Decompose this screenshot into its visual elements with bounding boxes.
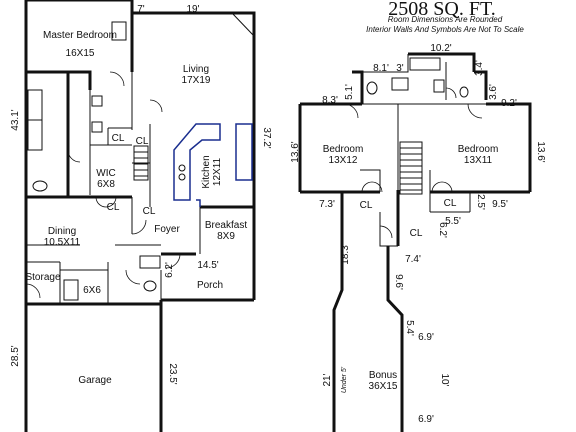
dim-2f-9-5: 9.5'	[492, 199, 508, 210]
dim-2f-3-4: 3.4'	[474, 60, 485, 76]
second-floor-dimensions: 10.2' 8.1' 3' 3.4' 3.6' 8.3' 5.1' 9.2' 1…	[290, 43, 546, 425]
room-wic-size: 6X8	[97, 179, 115, 190]
room-foyer-name: Foyer	[154, 224, 180, 235]
room-bonus-name: Bonus	[369, 370, 397, 381]
room-living-size: 17X19	[182, 75, 211, 86]
dim-2f-5-1: 5.1'	[344, 84, 355, 100]
room-kitchen-name: Kitchen	[201, 155, 212, 188]
dim-2f-right-height: 13.6'	[535, 141, 546, 162]
dim-2f-9-2: 9.2'	[501, 98, 517, 109]
dim-right-house: 37.2'	[261, 127, 272, 148]
room-dining-name: Dining	[48, 226, 76, 237]
dim-2f-8-3: 8.3'	[322, 95, 338, 106]
closet-label: CL	[143, 206, 156, 217]
room-breakfast-size: 8X9	[217, 231, 235, 242]
room-bedroom-left-size: 13X12	[329, 155, 358, 166]
first-floor-dimensions: 7' 19' 43.1' 37.2' 14.5' 6.2' 28.5' 23.5…	[10, 4, 272, 385]
room-breakfast-name: Breakfast	[205, 220, 247, 231]
dim-2f-top: 10.2'	[430, 43, 451, 54]
dim-2f-7-4: 7.4'	[405, 254, 421, 265]
room-kitchen-size: 12X11	[212, 157, 223, 186]
dim-left-house: 43.1'	[10, 109, 21, 130]
dim-2f-10: 10'	[439, 373, 450, 386]
dim-2f-3-6: 3.6'	[488, 84, 499, 100]
dim-2f-6-2: 6.2'	[437, 222, 448, 238]
dim-2f-7-3: 7.3'	[319, 199, 335, 210]
dim-top-a: 7'	[137, 4, 145, 15]
room-master-bedroom-name: Master Bedroom	[43, 30, 117, 41]
dim-2f-5-4: 5.4'	[404, 320, 415, 336]
second-floor-fixtures	[366, 57, 469, 98]
first-floor-walls	[24, 0, 256, 432]
dim-2f-9-6: 9.6'	[393, 274, 404, 290]
room-living-name: Living	[183, 64, 209, 75]
room-storage-size: 6X6	[83, 285, 101, 296]
first-floor-fixtures	[27, 21, 186, 301]
dim-garage-left: 28.5'	[10, 345, 21, 366]
first-floor-doors	[25, 71, 181, 299]
room-wic-name: WIC	[96, 168, 115, 179]
room-master-bedroom-size: 16X15	[66, 48, 95, 59]
dim-2f-3: 3'	[396, 63, 404, 74]
closet-label: CL	[444, 198, 457, 209]
room-dining-size: 10.5X11	[44, 237, 81, 248]
dim-porch-width: 14.5'	[197, 260, 218, 271]
dim-2f-6-9a: 6.9'	[418, 332, 434, 343]
dim-2f-21: 21'	[322, 373, 333, 386]
first-floor-labels: Master Bedroom 16X15 Living 17X19 WIC 6X…	[25, 30, 247, 386]
dim-2f-18-3: 18.3'	[340, 243, 351, 264]
closet-label: CL	[112, 133, 125, 144]
room-bedroom-right-name: Bedroom	[458, 144, 499, 155]
plan-title: 2508 SQ. FT.	[388, 0, 495, 20]
room-bedroom-left-name: Bedroom	[323, 144, 364, 155]
room-bonus-size: 36X15	[369, 381, 398, 392]
dim-2f-under-5: Under 5'	[341, 366, 348, 393]
dim-2f-8-1: 8.1'	[373, 63, 389, 74]
second-floor-labels: Bedroom 13X12 Bedroom 13X11 Bonus 36X15 …	[323, 144, 499, 392]
dim-2f-6-9b: 6.9'	[418, 414, 434, 425]
room-bedroom-right-size: 13X11	[464, 155, 493, 166]
room-garage-name: Garage	[78, 375, 112, 386]
kitchen-counters	[173, 123, 253, 207]
dim-2f-2-5: 2.5'	[475, 194, 486, 210]
second-floor-stairs	[399, 141, 423, 195]
closet-label: CL	[136, 136, 149, 147]
dim-2f-left-height: 13.6'	[290, 141, 301, 162]
dim-top-b: 19'	[186, 4, 199, 15]
room-storage-name: Storage	[25, 272, 60, 283]
closet-label: CL	[410, 228, 423, 239]
dim-garage-right: 23.5'	[167, 363, 178, 384]
dim-porch-depth: 6.2'	[164, 262, 175, 278]
second-floor-walls	[298, 52, 532, 432]
second-floor-doors	[343, 87, 483, 239]
plan-note-rounded: Room Dimensions Are Rounded	[388, 15, 503, 24]
plan-note-scale: Interior Walls And Symbols Are Not To Sc…	[366, 25, 524, 34]
room-porch-name: Porch	[197, 280, 223, 291]
closet-label: CL	[107, 202, 120, 213]
closet-label: CL	[360, 200, 373, 211]
dim-2f-5-5: 5.5'	[445, 216, 461, 227]
